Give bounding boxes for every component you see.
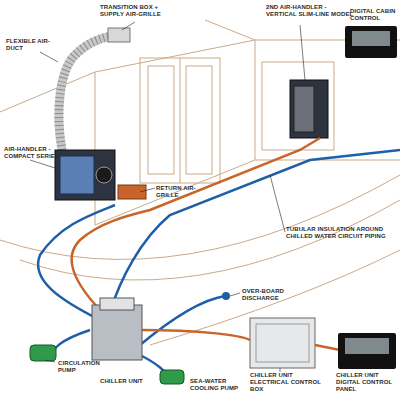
leader-lines xyxy=(30,22,305,372)
evaporator-coil xyxy=(294,86,314,132)
air-handler-compact xyxy=(55,150,115,200)
chilled-water-pipe xyxy=(110,150,400,312)
leader-line xyxy=(45,360,55,362)
leader-line xyxy=(230,293,240,296)
pump-pipe xyxy=(54,330,90,355)
electrical-control-box xyxy=(250,318,315,368)
leader-line xyxy=(280,368,281,372)
hull-outline xyxy=(0,20,400,345)
leader-line xyxy=(270,175,285,232)
overboard-fitting xyxy=(222,292,230,300)
leader-line xyxy=(30,160,55,168)
callout-label: AIR-HANDLER - COMPACT SERIES xyxy=(4,146,64,160)
callout-label: TUBULAR INSULATION AROUND CHILLED WATER … xyxy=(286,226,386,240)
callout-label: FLEXIBLE AIR-DUCT xyxy=(6,38,56,52)
callout-label: 2ND AIR-HANDLER - VERTICAL SLIM-LINE MOD… xyxy=(266,4,356,18)
hull-curve xyxy=(20,200,400,280)
cabinet-outline xyxy=(262,62,334,150)
leader-line xyxy=(300,25,305,80)
duct-ribs xyxy=(59,36,112,150)
chiller-top xyxy=(100,298,134,310)
door-line xyxy=(180,58,181,183)
air-handler-vertical xyxy=(290,80,328,138)
callout-label: DIGITAL CABIN CONTROL xyxy=(350,8,400,22)
evaporator-coil xyxy=(60,156,94,194)
callout-label: RETURN AIR-GRILLE xyxy=(156,185,206,199)
cabinet-outline xyxy=(140,58,220,183)
leader-line xyxy=(140,188,155,192)
door-panel xyxy=(186,66,212,174)
cabin-control-panel xyxy=(345,26,397,58)
callout-label: CHILLER UNIT xyxy=(100,378,155,385)
callout-label: SEA-WATER COOLING PUMP xyxy=(190,378,245,392)
piping xyxy=(38,138,400,378)
sea-water-pump xyxy=(160,370,184,384)
callout-label: CHILLER UNIT ELECTRICAL CONTROL BOX xyxy=(250,372,330,393)
box-door xyxy=(256,324,309,362)
discharge-pipe xyxy=(140,296,225,345)
callout-label: CIRCULATION PUMP xyxy=(58,360,103,374)
control-screen xyxy=(345,338,389,354)
deck-line xyxy=(205,20,255,40)
chiller-control-panel xyxy=(338,333,396,369)
control-screen xyxy=(352,31,390,46)
callout-label: TRANSITION BOX + SUPPLY AIR-GRILLE xyxy=(100,4,178,18)
door-panel xyxy=(148,66,174,174)
flexible-duct xyxy=(59,36,112,150)
callout-label: CHILLER UNIT DIGITAL CONTROL PANEL xyxy=(336,372,400,393)
leader-line xyxy=(40,52,58,62)
return-air-grille xyxy=(118,185,146,199)
control-cable xyxy=(315,345,340,350)
leader-line xyxy=(122,22,135,30)
blower xyxy=(96,167,112,183)
transition-box xyxy=(108,28,130,42)
callout-label: OVER-BOARD DISCHARGE xyxy=(242,288,322,302)
wall-line xyxy=(95,72,96,225)
wall-line xyxy=(255,40,256,160)
circulation-pump xyxy=(30,345,56,361)
chiller-unit xyxy=(92,305,142,360)
control-cable xyxy=(140,330,250,340)
